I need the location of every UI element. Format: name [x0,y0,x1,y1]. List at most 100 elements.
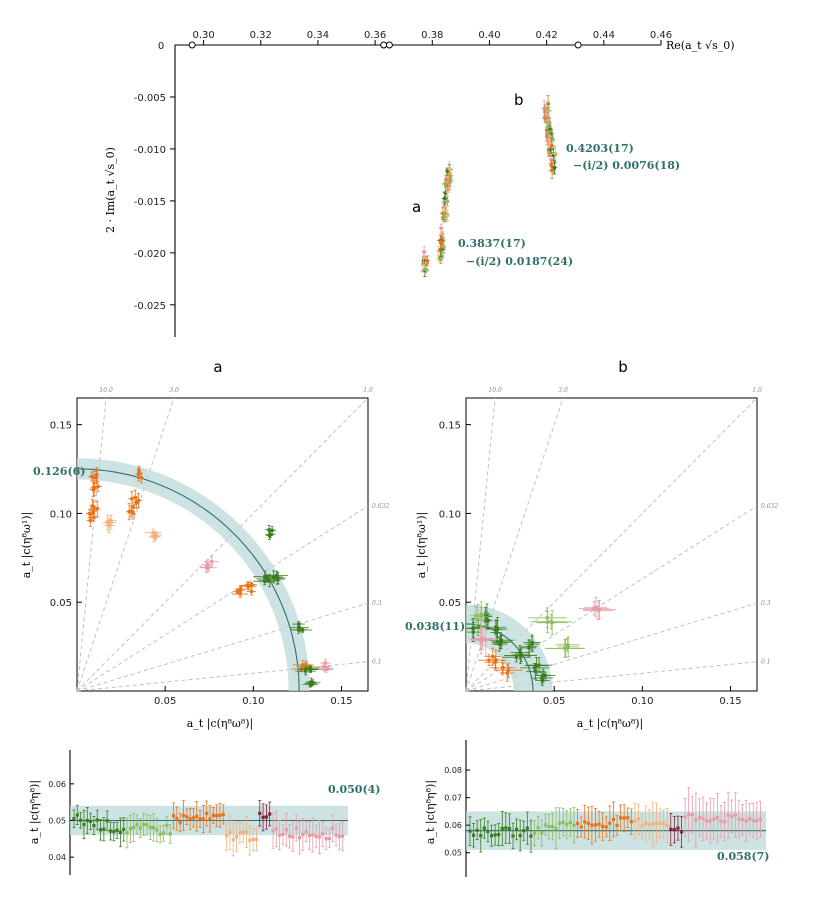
point-marker [274,827,278,831]
point-marker [549,132,553,136]
point-marker [311,681,315,685]
point-marker [249,589,254,594]
band-center-line [76,468,300,692]
ray-label: 3.0 [169,387,179,394]
point-marker [511,834,515,838]
bottom-point [75,805,79,826]
point-marker [108,829,113,833]
point-marker [540,678,544,683]
point-marker [494,630,498,635]
point-marker [235,590,240,594]
axis-marker [380,41,388,49]
bottom-point [307,820,312,850]
mid-a-frame [76,397,369,692]
point-marker [604,825,608,829]
bottom-point [579,816,583,838]
bottom-point [575,809,580,838]
bottom-point [324,827,328,850]
point-marker [249,582,254,587]
point-marker [534,664,538,668]
bottom-point [658,808,662,838]
point-marker [188,817,192,821]
bottom-point [142,812,146,837]
bottom-point [132,812,136,842]
bottom-point [543,813,547,836]
bottom-point [138,818,142,838]
point-marker [505,671,509,675]
mid-point [148,531,160,543]
bottom-point [712,798,716,841]
bottom-point [697,798,702,837]
point-marker [185,815,189,819]
mid-b-points [465,597,616,686]
bottom-point [608,805,612,841]
y-tick-label: 0.15 [50,421,72,432]
bottom-point [504,812,508,844]
point-marker [446,190,450,194]
point-marker [558,821,562,825]
point-marker [122,827,126,831]
bottom-point [507,813,512,844]
point-marker [251,837,255,842]
mid-point [528,607,567,629]
bottom-point [281,824,285,845]
point-marker [92,509,96,513]
ray-label: 0.632 [372,503,389,510]
y-tick-label: -0.025 [134,301,166,312]
bottom-point [740,804,745,836]
bottom-point [327,828,332,849]
bot-a-points [72,800,345,857]
bottom-point [748,803,752,835]
ray-label: 0.1 [761,659,771,666]
mid-point [94,500,101,517]
mid-point [525,657,553,674]
bottom-point [251,828,255,851]
ray-line [76,397,369,692]
point-marker [248,838,252,842]
mid-a-points [85,466,334,688]
mid-point [524,636,540,652]
bottom-point [618,804,623,832]
point-marker [592,606,596,610]
bottom-point [88,812,93,830]
bottom-point [665,807,669,844]
x-tick-label: 0.05 [154,696,176,707]
bottom-point [583,805,587,839]
bottom-point [254,827,259,852]
mid-point [134,493,143,509]
bottom-point [238,821,242,844]
mid-point [246,587,257,596]
point-marker [423,260,427,265]
mid-point [264,570,283,584]
bottom-point [161,824,166,842]
bottom-point [294,814,298,842]
point-marker [644,821,648,826]
point-marker [542,106,546,111]
point-marker [210,560,214,564]
ray-label: 0.632 [761,503,778,510]
point-marker [445,213,450,217]
point-marker [304,664,309,669]
point-marker [651,822,655,826]
bottom-point [730,799,734,833]
point-marker [499,640,503,644]
bottom-point [274,810,278,848]
top-annot-b-line1: 0.4203(17) [566,142,634,155]
point-marker [148,825,152,830]
point-marker [546,131,550,135]
bottom-point [690,795,694,834]
bottom-point [271,813,275,849]
point-marker [548,134,552,139]
x-tick-label: 0.15 [330,696,352,707]
mid-point [139,472,144,484]
point-marker [755,819,759,823]
point-marker [548,128,552,132]
y-tick-label: 0.15 [439,421,461,432]
point-marker [323,661,328,665]
x-tick-label: 0.10 [631,696,653,707]
point-marker [566,643,570,647]
point-marker [437,249,441,253]
band-area [77,458,310,691]
point-marker [597,822,601,826]
